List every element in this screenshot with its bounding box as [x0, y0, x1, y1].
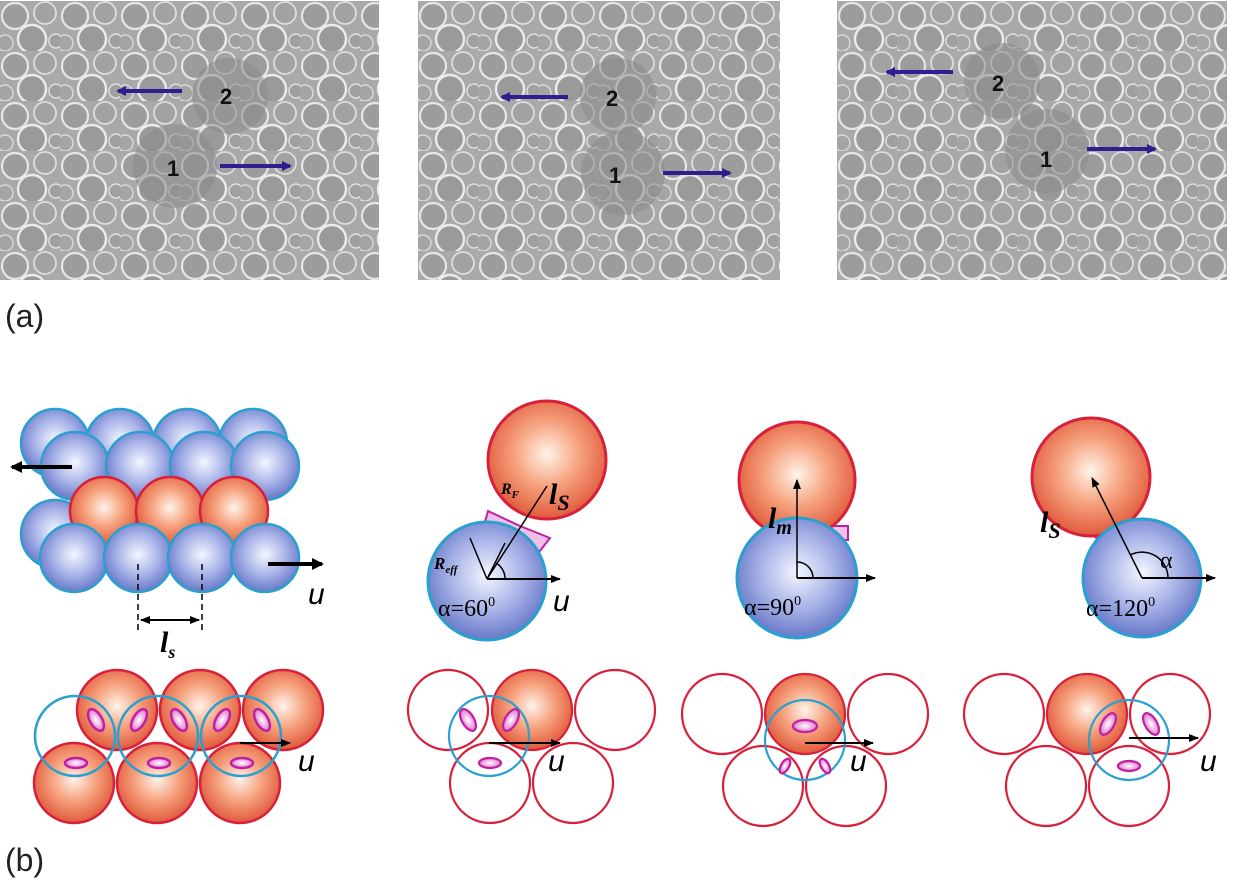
diagram-panel-b: u ls RF lS Reff α=600 u lm α=900	[10, 399, 1217, 828]
panel-label-a: (a)	[5, 298, 45, 334]
bubble-label-2: 2	[220, 84, 232, 109]
bubble-2	[192, 58, 268, 134]
bubble-label-2: 2	[606, 86, 618, 111]
plan-layered	[32, 668, 325, 825]
length-label: lS	[1040, 506, 1061, 543]
bubble-label-2: 2	[992, 71, 1004, 96]
plan-u-1: u	[298, 745, 315, 778]
bubble-label-1: 1	[167, 156, 179, 181]
plan-u-3: u	[850, 745, 867, 778]
foam-photo-1: 2 1	[0, 1, 379, 280]
bubble-1	[133, 124, 217, 208]
layered-bubbles	[19, 407, 301, 594]
velocity-u: u	[553, 585, 570, 618]
plan-u-2: u	[548, 745, 565, 778]
foam-photo-2: 2 1	[418, 1, 780, 280]
pair-60: RF lS Reff α=600 u	[426, 399, 608, 642]
bubble-label-1: 1	[609, 163, 621, 188]
velocity-u: u	[308, 578, 325, 611]
alpha-label: α	[1160, 548, 1173, 574]
plan-u-4: u	[1200, 745, 1217, 778]
pair-120: lS α α=1200	[1030, 416, 1216, 639]
length-label: lm	[768, 502, 792, 539]
angle-label: α=600	[438, 595, 495, 622]
foam-photo-3: 2 1	[837, 1, 1227, 280]
effective-radius-label: Reff	[433, 554, 459, 576]
pair-90: lm α=900	[735, 420, 876, 640]
spacing-label: ls	[160, 626, 175, 662]
bubble-label-1: 1	[1040, 147, 1052, 172]
plan-60	[406, 668, 657, 825]
angle-label: α=900	[744, 594, 801, 621]
angle-label: α=1200	[1086, 595, 1155, 622]
panel-label-b: (b)	[5, 842, 45, 878]
plan-120	[962, 672, 1212, 828]
length-label: lS	[549, 478, 570, 515]
film-radius-label: RF	[500, 481, 520, 501]
plan-90	[680, 672, 930, 828]
